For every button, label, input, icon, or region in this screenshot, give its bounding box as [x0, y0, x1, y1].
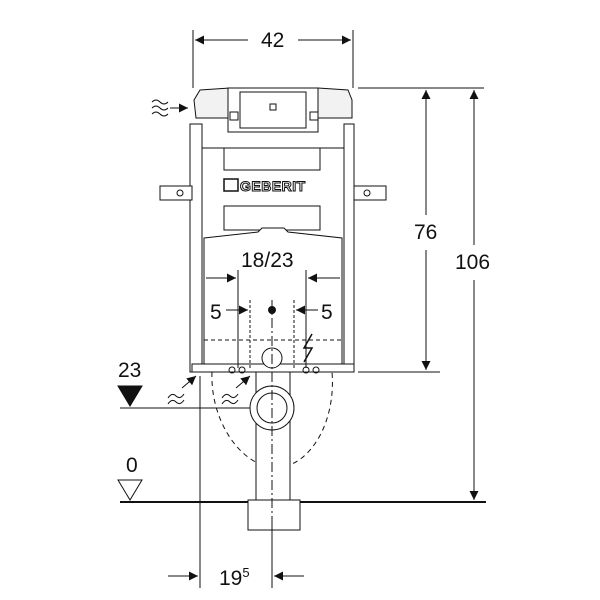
brand-logo: GEBERIT [223, 178, 306, 195]
inner-offset-right-label: 5 [321, 301, 333, 324]
width-dimension [192, 30, 354, 88]
cistern-housing [193, 87, 353, 133]
width-dimension-label: 42 [261, 29, 285, 52]
bottom-offset-dimension [168, 376, 304, 588]
level-marker-icon [117, 385, 143, 407]
supply-level-label: 23 [118, 359, 142, 382]
drain-pipe [247, 300, 301, 531]
floor-offset-main: 19 [219, 567, 243, 590]
electrical-icon [302, 333, 314, 363]
floor-offset-label: 195 [219, 566, 250, 589]
brand-logo-text: GEBERIT [240, 178, 306, 194]
height-dimension-76 [358, 87, 484, 373]
inner-offset-left-label: 5 [210, 301, 222, 324]
connection-dimensions [206, 270, 340, 368]
water-supply-icon-bottom-left [167, 375, 197, 405]
frame-height-label: 76 [414, 221, 438, 244]
water-supply-icon [151, 99, 188, 117]
wall-bracket-left [159, 185, 193, 201]
connection-spacing-label: 18/23 [241, 249, 294, 272]
floor-level-label: 0 [126, 454, 138, 477]
floor-offset-sup: 5 [242, 565, 250, 580]
wall-bracket-right [353, 185, 387, 201]
floor-level-marker-icon [117, 479, 143, 501]
total-height-label: 106 [455, 251, 491, 274]
water-supply-icon-bottom-center [221, 375, 251, 405]
